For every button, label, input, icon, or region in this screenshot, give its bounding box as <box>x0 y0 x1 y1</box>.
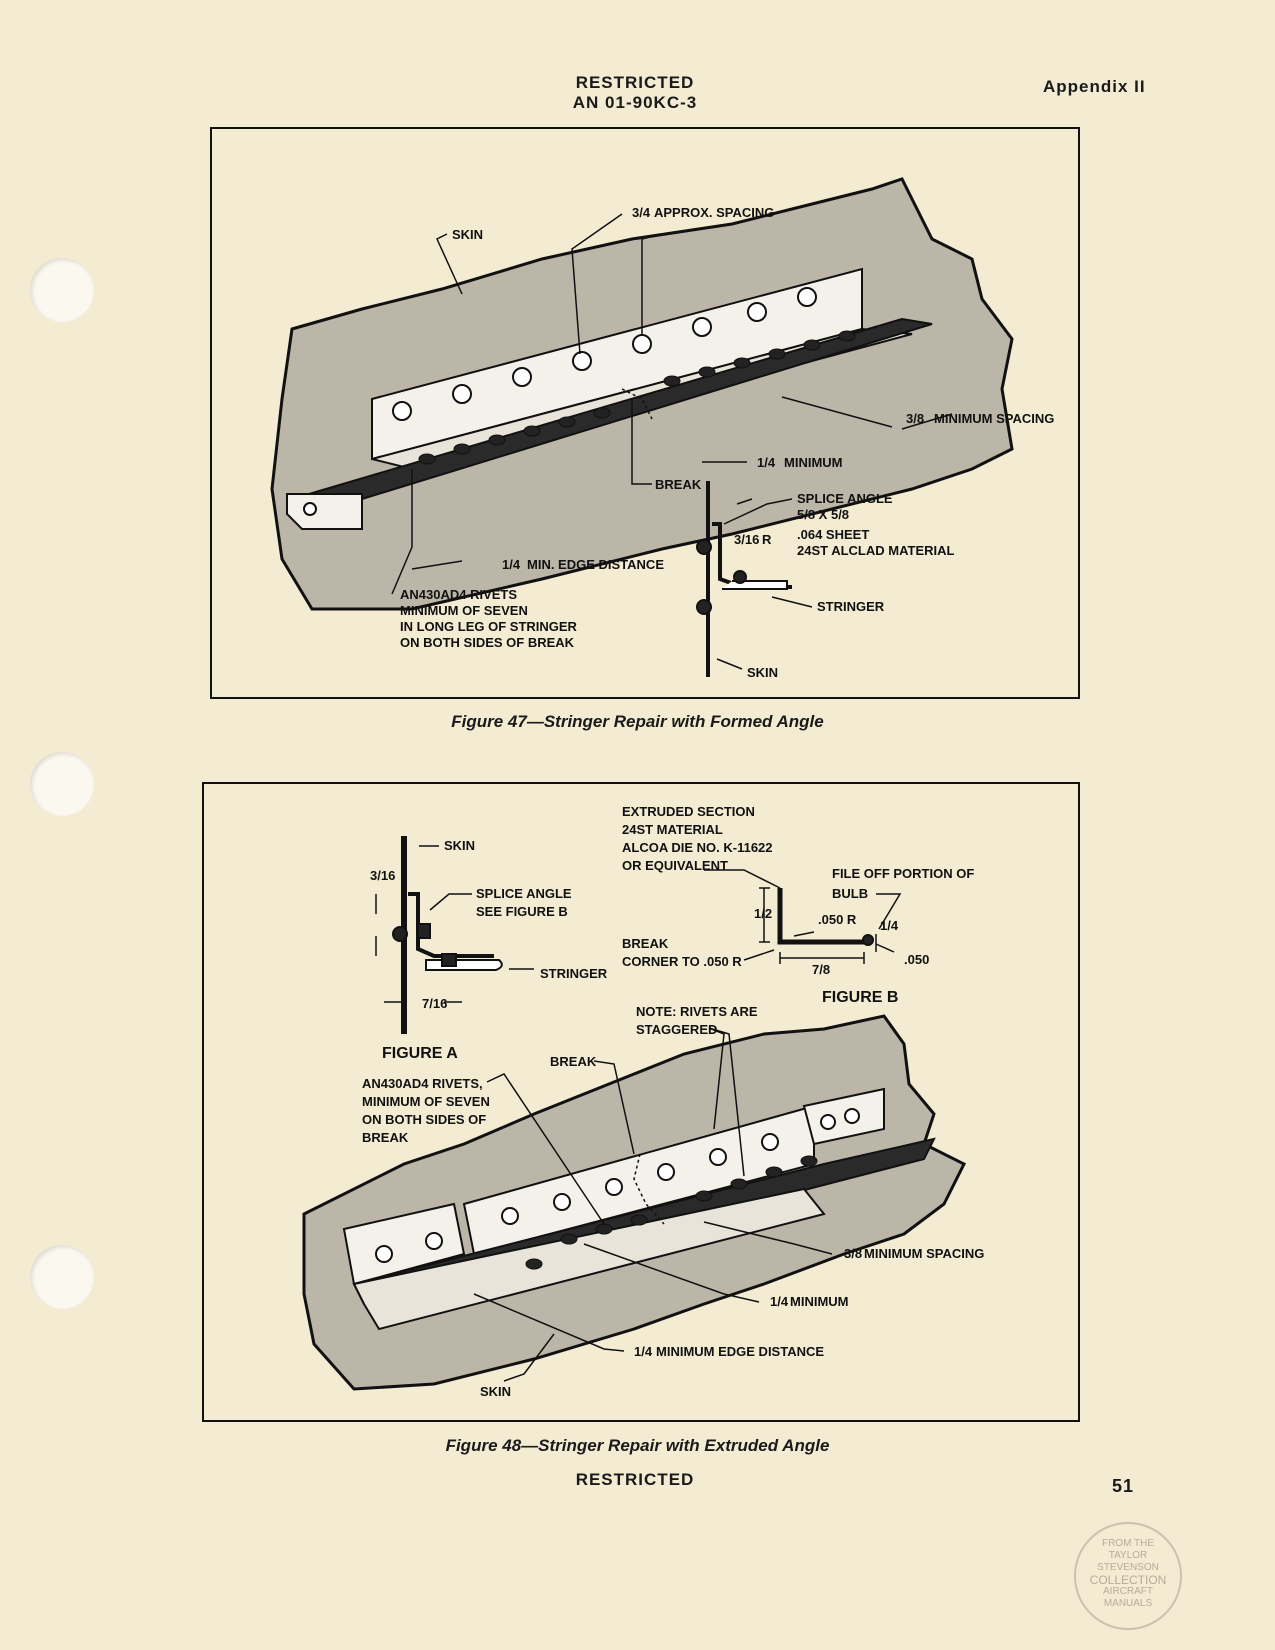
skin-label: SKIN <box>452 227 483 242</box>
file-off-label: BULB <box>832 886 868 901</box>
collection-stamp: FROM THE TAYLOR STEVENSON COLLECTION AIR… <box>1074 1522 1182 1630</box>
figure-a-see-figure-b: SEE FIGURE B <box>476 904 568 919</box>
lower-rivets <box>418 330 856 465</box>
angle-bottom-edge <box>352 1187 826 1331</box>
rivets-note-line: AN430AD4 RIVETS, <box>362 1076 483 1091</box>
break-label: BREAK <box>550 1054 597 1069</box>
binder-hole <box>30 752 94 816</box>
rivets-note-line: MINIMUM OF SEVEN <box>362 1094 490 1109</box>
figure-48-frame: SKIN 3/16 SPLICE ANGLE SEE FIGURE B STRI… <box>202 782 1080 1422</box>
figure-b-fraction: 7/8 <box>812 962 830 977</box>
figure-a-section <box>375 836 534 1034</box>
rivets-note-line: ON BOTH SIDES OF <box>362 1112 486 1127</box>
stamp-text: STEVENSON <box>1097 1562 1159 1573</box>
rivets-note-line: ON BOTH SIDES OF BREAK <box>400 635 575 650</box>
appendix-label: Appendix II <box>1043 77 1146 96</box>
skin-section-label: SKIN <box>747 665 778 680</box>
minimum-fraction: 1/4 <box>770 1294 789 1309</box>
stamp-text: COLLECTION <box>1089 1573 1167 1587</box>
cross-section-detail <box>696 481 813 677</box>
document-number: AN 01-90KC-3 <box>572 93 698 112</box>
rivets-note-line: IN LONG LEG OF STRINGER <box>400 619 578 634</box>
leader-lines <box>473 1027 833 1382</box>
min-spacing-fraction: 3/8 <box>844 1246 862 1261</box>
edge-distance-label: MINIMUM EDGE DISTANCE <box>656 1344 824 1359</box>
approx-spacing-label: APPROX. SPACING <box>654 205 774 220</box>
extruded-section-line: 24ST MATERIAL <box>622 822 723 837</box>
binder-hole <box>30 258 94 322</box>
dim-050-label: .050 <box>904 952 929 967</box>
figure-a-skin-label: SKIN <box>444 838 475 853</box>
radius-r: R <box>762 532 772 547</box>
radius-fraction: 3/16 <box>734 532 759 547</box>
splice-dimension-label: 5/8 X 5/8 <box>797 507 849 522</box>
leader-lines <box>391 213 953 595</box>
min-spacing-fraction: 3/8 <box>906 411 924 426</box>
min-spacing-label: MINIMUM SPACING <box>864 1246 984 1261</box>
radius-050-label: .050 R <box>818 912 857 927</box>
stringer-vertical-leg <box>342 1202 466 1286</box>
figure-a-splice-angle: SPLICE ANGLE <box>476 886 572 901</box>
binder-hole <box>30 1245 94 1309</box>
note-staggered: STAGGERED <box>636 1022 717 1037</box>
stringer-label: STRINGER <box>817 599 885 614</box>
note-staggered: NOTE: RIVETS ARE <box>636 1004 758 1019</box>
figure-b-title: FIGURE B <box>822 989 898 1006</box>
lower-rivets <box>525 1155 818 1270</box>
break-line <box>633 1153 665 1225</box>
stamp-text: MANUALS <box>1103 1598 1153 1609</box>
minimum-fraction: 1/4 <box>757 455 776 470</box>
figure-a-title: FIGURE A <box>382 1045 458 1062</box>
stringer-end-block <box>802 1087 885 1146</box>
stamp-text: AIRCRAFT <box>1103 1586 1153 1597</box>
upper-rivets <box>392 287 817 421</box>
stamp-text: FROM THE <box>1101 1538 1155 1549</box>
figure-b-fraction: 1/4 <box>880 918 899 933</box>
edge-distance-fraction: 1/4 <box>634 1344 653 1359</box>
minimum-label: MINIMUM <box>790 1294 849 1309</box>
header-restricted: RESTRICTED <box>575 73 695 92</box>
rivets-note-line: MINIMUM OF SEVEN <box>400 603 528 618</box>
footer-restricted: RESTRICTED <box>575 1470 695 1489</box>
break-corner-label: CORNER TO .050 R <box>622 954 742 969</box>
figure-a-fraction: 3/16 <box>370 868 395 883</box>
figure-47-frame: 3/4 APPROX. SPACING SKIN 3/8 MINIMUM SPA… <box>210 127 1080 699</box>
splice-angle-label: SPLICE ANGLE <box>797 491 893 506</box>
min-spacing-label: MINIMUM SPACING <box>934 411 1054 426</box>
material-label: 24ST ALCLAD MATERIAL <box>797 543 955 558</box>
rivets-note-line: BREAK <box>362 1130 409 1145</box>
figure-a-fraction: 7/16 <box>422 996 447 1011</box>
approx-spacing-fraction: 3/4 <box>632 205 651 220</box>
rivets-note-line: AN430AD4 RIVETS <box>400 587 517 602</box>
minimum-label: MINIMUM <box>784 455 843 470</box>
file-off-label: FILE OFF PORTION OF <box>832 866 974 881</box>
figure-b-fraction: 1/2 <box>754 906 772 921</box>
figure-b-section <box>704 869 902 964</box>
extruded-section-line: EXTRUDED SECTION <box>622 804 755 819</box>
rivet <box>303 502 317 516</box>
edge-distance-label: MIN. EDGE DISTANCE <box>527 557 664 572</box>
stamp-text: TAYLOR <box>1108 1550 1148 1561</box>
figure-a-stringer-label: STRINGER <box>540 966 608 981</box>
skin-label: SKIN <box>480 1384 511 1399</box>
extruded-section-line: OR EQUIVALENT <box>622 858 728 873</box>
break-label: BREAK <box>655 477 702 492</box>
figure-47-caption: Figure 47—Stringer Repair with Formed An… <box>451 712 824 731</box>
figure-48-caption: Figure 48—Stringer Repair with Extruded … <box>445 1436 830 1455</box>
extruded-section-line: ALCOA DIE NO. K-11622 <box>622 840 773 855</box>
figure-47-drawing: 3/4 APPROX. SPACING SKIN 3/8 MINIMUM SPA… <box>270 177 1054 680</box>
page-number: 51 <box>1112 1476 1135 1496</box>
sheet-label: .064 SHEET <box>797 527 869 542</box>
break-line <box>621 388 653 420</box>
figure-48-drawing: SKIN 3/16 SPLICE ANGLE SEE FIGURE B STRI… <box>302 804 984 1399</box>
upper-rivets <box>375 1108 860 1263</box>
edge-distance-fraction: 1/4 <box>502 557 521 572</box>
stringer-end <box>286 493 363 530</box>
break-corner-label: BREAK <box>622 936 669 951</box>
